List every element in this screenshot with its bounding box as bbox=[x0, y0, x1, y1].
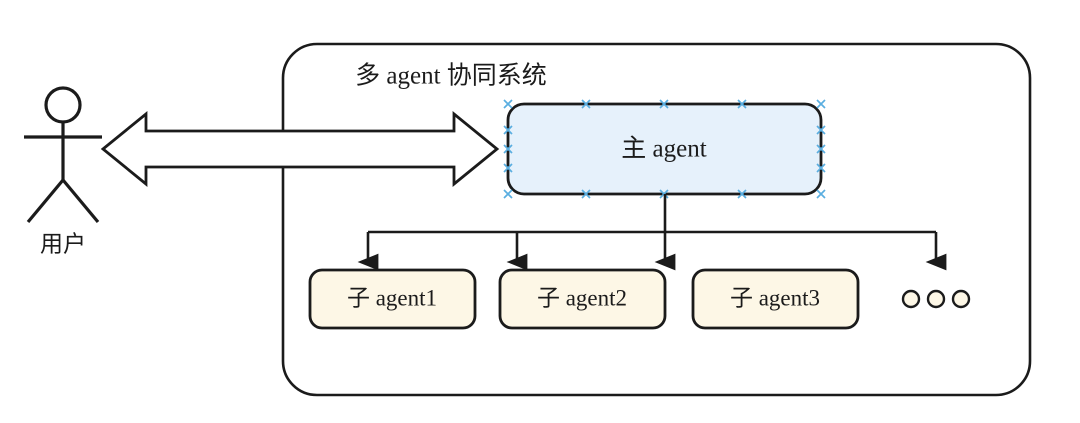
selection-handle-left-upper[interactable] bbox=[503, 125, 513, 135]
selection-handle-right-lower[interactable] bbox=[816, 163, 826, 173]
sub-agent-node-3[interactable]: 子 agent3 bbox=[691, 268, 860, 330]
sub-agent-box-1[interactable] bbox=[308, 268, 477, 330]
user-actor-label: 用户 bbox=[40, 231, 86, 256]
selection-handle-top-quarter-right[interactable] bbox=[737, 99, 747, 109]
sub-agent-box-2[interactable] bbox=[498, 268, 667, 330]
selection-handle-bottom-quarter-right[interactable] bbox=[737, 189, 747, 199]
user-system-bidirectional-arrow[interactable] bbox=[100, 111, 500, 187]
agent-tree-connectors bbox=[357, 194, 947, 271]
selection-handle-left-middle[interactable] bbox=[503, 144, 513, 154]
selection-handle-bottom-right[interactable] bbox=[816, 189, 826, 199]
stick-figure-icon bbox=[24, 86, 102, 224]
selection-handle-right-middle[interactable] bbox=[816, 144, 826, 154]
sub-agent-label-1: 子 agent1 bbox=[347, 285, 437, 310]
sub-agent-box-3[interactable] bbox=[691, 268, 860, 330]
stick-figure-left-leg bbox=[26, 178, 65, 224]
more-agents-ellipsis-icon bbox=[901, 289, 971, 309]
selection-handle-top-center[interactable] bbox=[659, 99, 669, 109]
selection-handle-top-left[interactable] bbox=[503, 99, 513, 109]
selection-handle-right-upper[interactable] bbox=[816, 125, 826, 135]
user-actor[interactable]: 用户 bbox=[24, 86, 102, 256]
selection-handle-top-quarter-left[interactable] bbox=[581, 99, 591, 109]
system-container[interactable]: 多 agent 协同系统 bbox=[281, 42, 1032, 397]
selection-handle-bottom-left[interactable] bbox=[503, 189, 513, 199]
double-arrow-outline bbox=[100, 111, 500, 187]
ellipsis-circle-2 bbox=[926, 289, 946, 309]
stick-figure-head bbox=[44, 86, 82, 124]
ellipsis-circle-3 bbox=[951, 289, 971, 309]
stick-figure-right-leg bbox=[61, 178, 100, 224]
system-container-title: 多 agent 协同系统 bbox=[355, 62, 547, 90]
system-container-outline bbox=[281, 42, 1032, 397]
main-agent-node[interactable]: 主 agent bbox=[503, 99, 826, 199]
sub-agent-node-2[interactable]: 子 agent2 bbox=[498, 268, 667, 330]
sub-agent-label-3: 子 agent3 bbox=[730, 285, 820, 310]
ellipsis-circle-1 bbox=[901, 289, 921, 309]
selection-handle-top-right[interactable] bbox=[816, 99, 826, 109]
main-agent-label: 主 agent bbox=[621, 135, 706, 163]
selection-handle-bottom-quarter-left[interactable] bbox=[581, 189, 591, 199]
sub-agent-label-2: 子 agent2 bbox=[537, 285, 627, 310]
selection-handles[interactable] bbox=[503, 99, 826, 199]
selection-handle-left-lower[interactable] bbox=[503, 163, 513, 173]
sub-agent-node-1[interactable]: 子 agent1 bbox=[308, 268, 477, 330]
